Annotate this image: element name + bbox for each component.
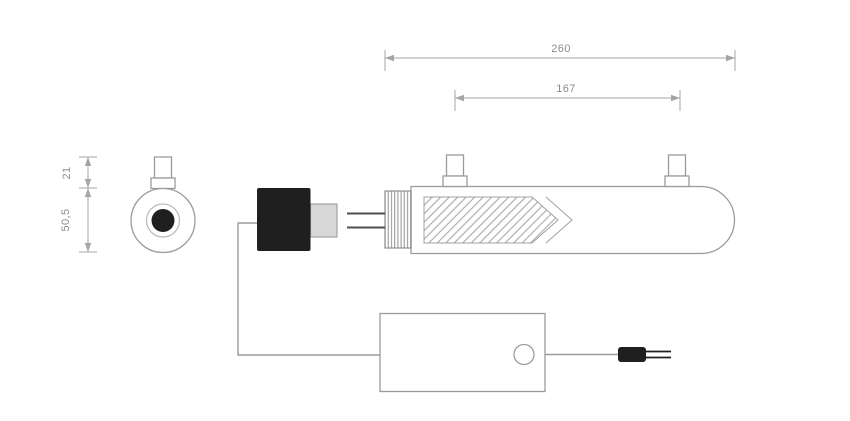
lamp-element-hatched-arrow bbox=[423, 196, 559, 244]
dimension-body-diameter: 50,5 bbox=[60, 188, 97, 253]
port-fitting-left-base bbox=[442, 175, 468, 188]
arrowhead-bottom bbox=[84, 179, 92, 188]
arrowhead-left bbox=[455, 94, 464, 102]
connector-collar bbox=[309, 203, 338, 238]
port-fitting-left-top bbox=[445, 154, 465, 177]
power-supply-outline bbox=[379, 312, 546, 393]
dimension-label-body-diameter: 50,5 bbox=[60, 208, 72, 231]
lamp-element-chevron bbox=[545, 196, 573, 244]
dimension-fitting-height: 21 bbox=[61, 156, 97, 189]
arrowhead-top bbox=[84, 157, 92, 166]
dimension-label-overall-length: 260 bbox=[551, 43, 571, 55]
port-fitting-right-top bbox=[667, 154, 687, 177]
arrowhead-right bbox=[726, 54, 735, 62]
dimension-label-fitting-height: 21 bbox=[61, 166, 73, 179]
end-view-core bbox=[151, 209, 175, 232]
end-view-fitting-base bbox=[150, 177, 176, 190]
power-supply-indicator bbox=[513, 343, 535, 366]
power-supply-box bbox=[379, 312, 546, 393]
cable-connector-to-power-supply bbox=[237, 222, 380, 356]
coupling-nut-body bbox=[384, 190, 412, 249]
arrowhead-right bbox=[671, 94, 680, 102]
connector-housing bbox=[257, 188, 311, 251]
dimension-port-spacing: 167 bbox=[454, 83, 681, 111]
dimension-overall-length: 260 bbox=[384, 43, 736, 71]
mains-plug-assembly bbox=[545, 347, 671, 362]
arrowhead-top bbox=[84, 188, 92, 197]
lamp-body-side-view bbox=[410, 154, 736, 255]
end-view-inner-ring bbox=[145, 203, 181, 238]
end-view-fitting-top bbox=[153, 156, 173, 179]
knurled-coupling bbox=[384, 190, 412, 249]
dimension-label-port-spacing: 167 bbox=[556, 83, 576, 95]
arrowhead-left bbox=[385, 54, 394, 62]
arrowhead-bottom bbox=[84, 243, 92, 252]
port-fitting-right-base bbox=[664, 175, 690, 188]
cable-connector bbox=[257, 188, 338, 251]
mains-plug-body bbox=[618, 347, 646, 362]
connector-pins bbox=[347, 212, 385, 229]
end-view bbox=[130, 156, 196, 254]
